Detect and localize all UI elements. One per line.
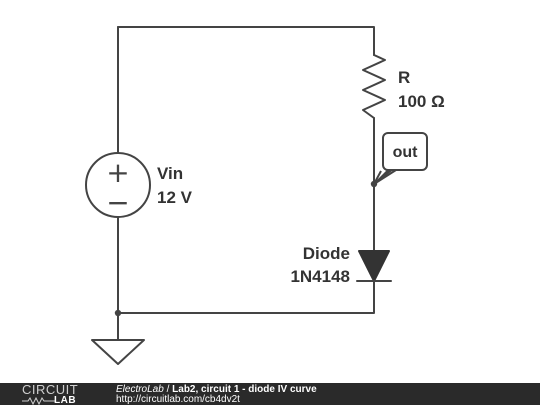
diode-name-label: Diode bbox=[303, 244, 350, 263]
logo-text-bottom: LAB bbox=[54, 395, 77, 406]
logo-text-top: CIRCUIT bbox=[22, 382, 79, 397]
source-minus-sign: − bbox=[106, 186, 129, 219]
resistor-r[interactable] bbox=[362, 54, 386, 119]
footer-brand: ElectroLab bbox=[116, 384, 164, 395]
logo-resistor-icon bbox=[22, 397, 56, 405]
probe-out[interactable]: out bbox=[373, 132, 428, 185]
junction-dot-ground bbox=[114, 309, 122, 317]
footer-separator: / bbox=[163, 384, 173, 395]
source-plus-sign: + bbox=[106, 156, 129, 189]
top-wire bbox=[117, 26, 375, 56]
diode-1n4148[interactable] bbox=[356, 250, 392, 282]
bottom-wire bbox=[117, 280, 375, 314]
circuit-schematic: + − Vin 12 V R 100 Ω out Diode 1N4148 bbox=[85, 26, 445, 365]
source-name-label: Vin bbox=[157, 164, 183, 183]
footer-title-line: ElectroLab / Lab2, circuit 1 - diode IV … bbox=[116, 384, 317, 395]
resistor-name-label: R bbox=[398, 68, 410, 87]
probe-out-label: out bbox=[393, 144, 419, 161]
footer-bar: CIRCUIT LAB ElectroLab / Lab2, circuit 1… bbox=[0, 382, 540, 406]
circuitlab-logo: CIRCUIT LAB bbox=[22, 382, 92, 406]
diode-value-label: 1N4148 bbox=[290, 267, 350, 286]
ground-symbol bbox=[91, 339, 145, 365]
footer-title: Lab2, circuit 1 - diode IV curve bbox=[172, 384, 317, 395]
footer-url[interactable]: http://circuitlab.com/cb4dv2t bbox=[116, 394, 240, 405]
voltage-source-vin[interactable]: + − bbox=[85, 152, 151, 219]
resistor-value-label: 100 Ω bbox=[398, 92, 445, 111]
source-value-label: 12 V bbox=[157, 188, 193, 207]
